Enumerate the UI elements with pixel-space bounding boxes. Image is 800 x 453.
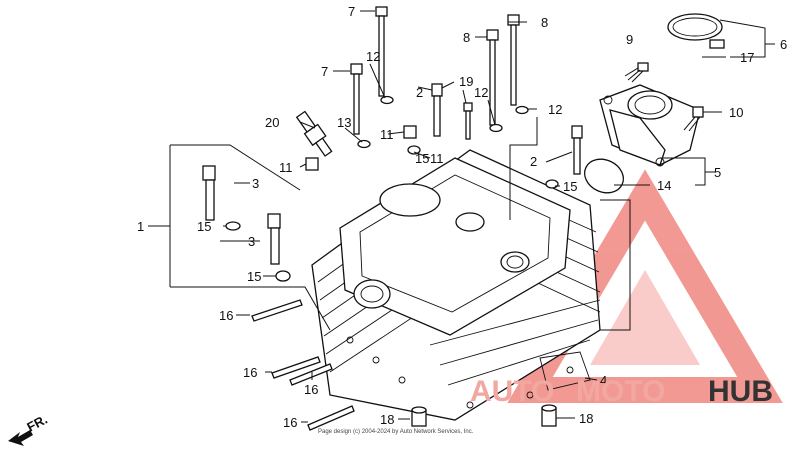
callout-18a: 18 — [380, 412, 394, 427]
callout-16c: 16 — [304, 382, 318, 397]
callout-11c: 11 — [430, 151, 444, 166]
plug-hole — [500, 251, 530, 273]
valve-guide-3 — [202, 165, 281, 265]
callout-11b: 11 — [279, 160, 293, 175]
gasket — [539, 351, 591, 391]
stud-bolts — [350, 6, 520, 140]
callout-3a: 3 — [252, 176, 259, 191]
watermark-word-auto: AUTO — [470, 375, 554, 408]
callout-2a: 2 — [416, 85, 423, 100]
callout-10: 10 — [729, 105, 743, 120]
dowel-pins — [411, 404, 557, 427]
callout-8b: 8 — [541, 15, 548, 30]
callout-17: 17 — [740, 50, 754, 65]
cam-bore — [455, 212, 485, 232]
hose-clamp — [667, 13, 725, 49]
callout-7b: 7 — [321, 64, 328, 79]
callout-12b: 12 — [474, 85, 488, 100]
callout-8a: 8 — [463, 30, 470, 45]
watermark-word-moto: MOTO — [576, 375, 665, 408]
head-studs — [251, 299, 355, 431]
callout-18b: 18 — [579, 411, 593, 426]
callout-16d: 16 — [283, 415, 297, 430]
callout-15d: 15 — [563, 179, 577, 194]
callout-16a: 16 — [219, 308, 233, 323]
callout-3b: 3 — [248, 234, 255, 249]
callout-1: 1 — [137, 219, 144, 234]
watermark-word-hub: HUB — [708, 375, 773, 408]
intake-manifold — [599, 84, 701, 167]
exhaust-port — [353, 279, 391, 309]
callout-12c: 12 — [548, 102, 562, 117]
cylinder-head — [311, 149, 601, 421]
spark-plug — [295, 110, 333, 157]
watermark-triangle-inner — [590, 270, 700, 365]
o-rings — [225, 145, 559, 282]
callout-13: 13 — [337, 115, 351, 130]
callout-15c: 15 — [415, 151, 429, 166]
valve-guides — [431, 83, 583, 175]
intake-insulator — [584, 158, 624, 194]
cap-nuts — [305, 125, 417, 171]
callout-9: 9 — [626, 32, 633, 47]
copyright-note: Page design (c) 2004-2024 by Auto Networ… — [318, 429, 474, 435]
callout-20: 20 — [265, 115, 279, 130]
callout-labels: 1 2 2 3 3 4 5 6 7 7 8 8 9 10 11 11 11 12… — [137, 4, 787, 430]
manifold-bolt-9 — [627, 62, 649, 83]
front-direction: FR. — [8, 412, 50, 446]
callout-6: 6 — [780, 37, 787, 52]
callout-5: 5 — [714, 165, 721, 180]
callout-15a: 15 — [197, 219, 211, 234]
arrow-left-icon — [8, 430, 33, 446]
callout-15b: 15 — [247, 269, 261, 284]
callout-4: 4 — [600, 373, 607, 388]
callout-14: 14 — [657, 178, 671, 193]
callout-2b: 2 — [530, 154, 537, 169]
callout-11a: 11 — [380, 127, 394, 142]
callout-7a: 7 — [348, 4, 355, 19]
washers — [357, 95, 529, 149]
leader-lines — [148, 10, 775, 423]
callout-12a: 12 — [366, 49, 380, 64]
callout-16b: 16 — [243, 365, 257, 380]
watermark-wordmark: AUTO MOTO HUB — [470, 375, 773, 408]
valve-chamber — [379, 183, 441, 217]
callout-19: 19 — [459, 74, 473, 89]
